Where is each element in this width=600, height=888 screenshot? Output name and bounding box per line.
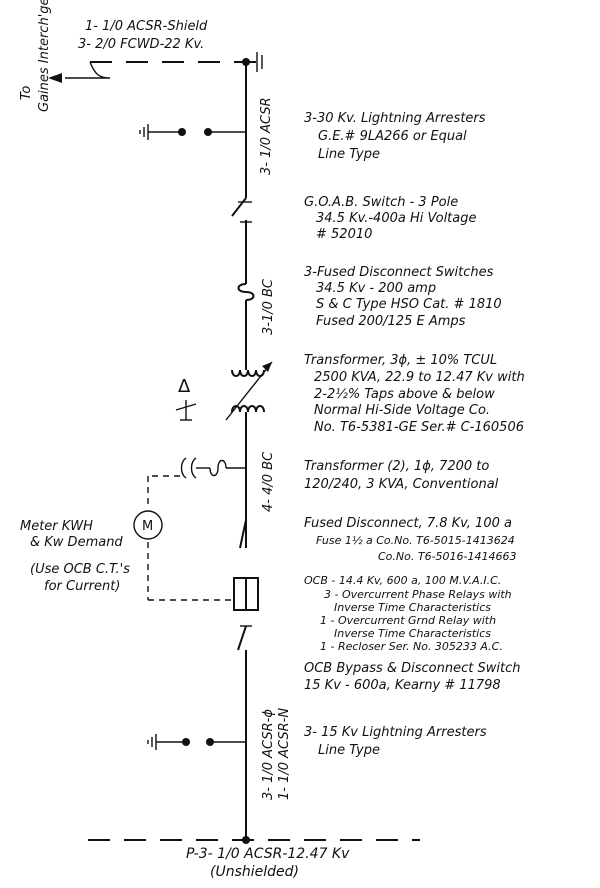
goab-switch-symbol: [231, 197, 252, 223]
segment-label-2: 3-1/0 BC: [261, 278, 276, 335]
gaines-label: To Gaines Interch'ge: [19, 0, 52, 112]
annotation-line: 3-30 Kv. Lightning Arresters: [304, 111, 486, 126]
bus-disconnect-symbol: [239, 519, 247, 549]
annotation-line: 120/240, 3 KVA, Conventional: [304, 477, 499, 492]
annotation-fused-disconnect: Fused Disconnect, 7.8 Kv, 100 a Fuse 1½ …: [304, 516, 517, 563]
annotation-line: 34.5 Kv - 200 amp: [316, 281, 436, 296]
wye-symbol: [175, 400, 197, 421]
annotation-line: Fused 200/125 E Amps: [316, 314, 466, 329]
annotation-line: No. T6-5381-GE Ser.# C-160506: [314, 420, 524, 435]
top-lightning-arresters-symbol: [139, 124, 246, 140]
bottom-line-label-1: P-3- 1/0 ACSR-12.47 Kv: [186, 846, 350, 862]
annotation-line: 3 - Overcurrent Phase Relays with: [324, 588, 512, 601]
annotation-line: Normal Hi-Side Voltage Co.: [314, 403, 490, 418]
annotation-line: Fuse 1½ a Co.No. T6-5015-1413624: [316, 534, 515, 547]
annotation-line: G.E.# 9LA266 or Equal: [318, 129, 467, 144]
annotation-line: Line Type: [318, 147, 380, 162]
meter-label-2: & Kw Demand: [30, 535, 123, 550]
outgoing-line: [88, 836, 420, 844]
ocb-box: [233, 577, 259, 611]
annotation-fused-switches: 3-Fused Disconnect Switches 34.5 Kv - 20…: [304, 265, 502, 329]
annotation-line: 1 - Recloser Ser. No. 305233 A.C.: [320, 640, 503, 653]
bottom-line-label-2: (Unshielded): [210, 864, 299, 880]
annotation-goab-switch: G.O.A.B. Switch - 3 Pole 34.5 Kv.-400a H…: [304, 195, 477, 242]
segment-label-3: 4- 4/0 BC: [261, 451, 276, 512]
annotation-line: Transformer (2), 1ϕ, 7200 to: [304, 459, 489, 474]
annotation-arresters-top: 3-30 Kv. Lightning Arresters G.E.# 9LA26…: [304, 111, 486, 162]
top-line-label-1: 1- 1/0 ACSR-Shield: [85, 19, 208, 34]
bottom-lightning-arresters-symbol: [147, 734, 246, 750]
meter-label-1: Meter KWH: [20, 519, 93, 534]
annotation-line: 2-2½% Taps above & below: [314, 387, 495, 402]
incoming-line: [48, 52, 270, 83]
meter-symbol: M: [142, 519, 153, 534]
annotation-line: 1 - Overcurrent Grnd Relay with: [320, 614, 496, 627]
annotation-line: 15 Kv - 600a, Kearny # 11798: [304, 678, 501, 693]
annotation-line: 3- 15 Kv Lightning Arresters: [304, 725, 487, 740]
segment-label-1: 3- 1/0 ACSR: [259, 97, 274, 175]
segment-label-4a: 3- 1/0 ACSR-ϕ: [261, 709, 276, 800]
meter-circle: [133, 510, 163, 540]
annotation-line: Inverse Time Characteristics: [334, 601, 491, 614]
annotation-transformer-aux: Transformer (2), 1ϕ, 7200 to 120/240, 3 …: [304, 459, 499, 492]
annotation-line: Fused Disconnect, 7.8 Kv, 100 a: [304, 516, 512, 531]
annotation-line: Co.No. T6-5016-1414663: [378, 550, 517, 563]
delta-symbol: Δ: [178, 376, 191, 397]
to-label: To: [19, 86, 34, 100]
annotation-line: 3-Fused Disconnect Switches: [304, 265, 494, 280]
annotation-line: 2500 KVA, 22.9 to 12.47 Kv with: [314, 370, 525, 385]
annotation-line: G.O.A.B. Switch - 3 Pole: [304, 195, 458, 210]
meter-note-1: (Use OCB C.T.'s: [30, 562, 130, 577]
annotation-line: Inverse Time Characteristics: [334, 627, 491, 640]
annotation-line: S & C Type HSO Cat. # 1810: [316, 297, 502, 312]
annotation-line: Line Type: [318, 743, 380, 758]
fused-disconnect-symbol: [237, 283, 255, 301]
annotation-ocb: OCB - 14.4 Kv, 600 a, 100 M.V.A.I.C. 3 -…: [304, 574, 512, 653]
segment-label-4b: 1- 1/0 ACSR-N: [277, 708, 292, 800]
annotation-line: 34.5 Kv.-400a Hi Voltage: [316, 211, 477, 226]
gaines-interchange-label: Gaines Interch'ge: [37, 0, 52, 112]
meter-note-2: for Current): [44, 579, 120, 594]
annotation-line: # 52010: [316, 227, 372, 242]
bypass-switch-symbol: [237, 625, 252, 651]
aux-transformer-circuit: [147, 457, 246, 601]
top-line-label-2: 3- 2/0 FCWD-22 Kv.: [78, 37, 204, 52]
annotation-transformer-main: Transformer, 3ϕ, ± 10% TCUL 2500 KVA, 22…: [304, 353, 525, 435]
main-transformer-symbol: [225, 361, 273, 421]
annotation-arresters-bottom: 3- 15 Kv Lightning Arresters Line Type: [304, 725, 487, 758]
annotation-line: OCB - 14.4 Kv, 600 a, 100 M.V.A.I.C.: [304, 574, 501, 587]
annotation-line: Transformer, 3ϕ, ± 10% TCUL: [304, 353, 497, 368]
annotation-bypass-switch: OCB Bypass & Disconnect Switch 15 Kv - 6…: [304, 661, 520, 693]
annotation-line: OCB Bypass & Disconnect Switch: [304, 661, 520, 676]
